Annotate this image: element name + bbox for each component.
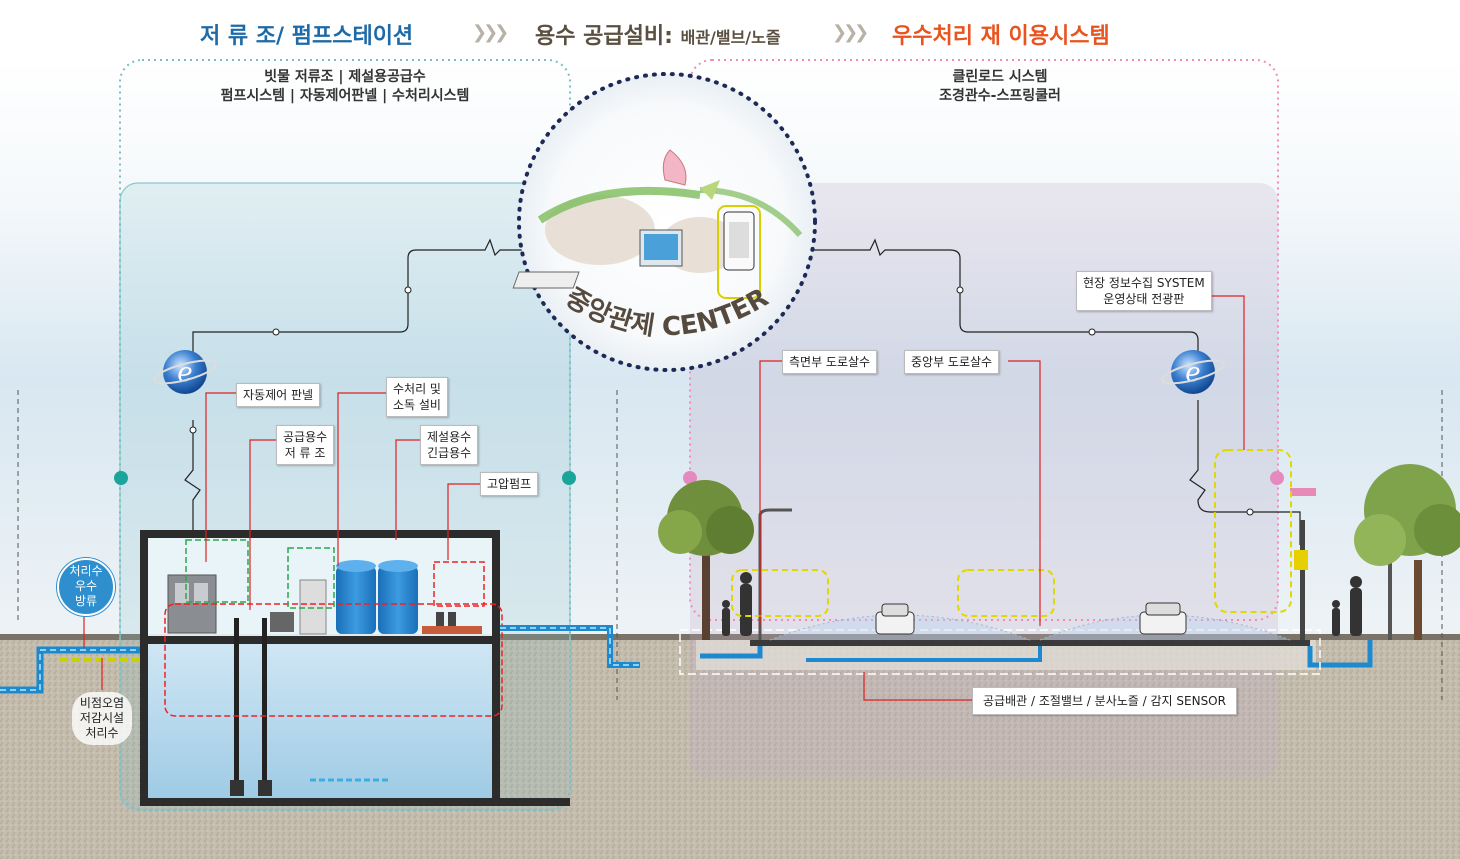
label-water-treatment: 수처리 및 소독 설비 [386, 377, 448, 417]
title-reservoir-pump-station: 저 류 조/ 펌프스테이션 [200, 24, 414, 49]
label-site-info-line2: 운영상태 전광판 [1103, 292, 1185, 306]
ground-line [0, 634, 1460, 640]
chevron-right-icon: ❯❯❯ [472, 22, 509, 43]
label-snow-water-line2: 긴급용수 [427, 446, 472, 460]
label-pipe-valve-nozzle-sensor: 공급배관 / 조절밸브 / 분사노즐 / 감지 SENSOR [972, 687, 1237, 715]
label-snow-water-line1: 제설용수 [427, 430, 472, 444]
left-panel-subtitle: 빗물 저류조 | 제설용공급수 펌프시스템 | 자동제어판넬 | 수처리시스템 [140, 68, 550, 106]
left-group-node [114, 471, 128, 485]
label-discharge-line1: 처리수 [69, 564, 103, 578]
discharge-pipes [0, 610, 640, 694]
control-center-ring [517, 72, 817, 372]
label-discharge-line3: 방류 [74, 594, 98, 608]
label-auto-control-panel: 자동제어 판넬 [236, 383, 321, 407]
label-side-road-spray: 측면부 도로살수 [782, 350, 878, 374]
chevron-right-icon-2: ❯❯❯ [832, 22, 869, 43]
network-globe-icon: e [153, 350, 217, 394]
title-water-supply-main: 용수 공급설비: [535, 24, 673, 49]
treatment-unit [299, 579, 327, 635]
road-section [679, 488, 1392, 675]
pedestrian-icon-2 [1332, 576, 1362, 636]
right-group-node-2 [1270, 471, 1284, 485]
label-nonpoint-treatment: 비점오염 저감시설 처리수 [72, 692, 132, 745]
tree-icon-2 [1354, 464, 1460, 640]
label-discharge: 처리수 우수 방류 [57, 558, 115, 616]
label-site-info-system: 현장 정보수집 SYSTEM 운영상태 전광판 [1076, 271, 1212, 311]
right-group-node [683, 471, 697, 485]
label-discharge-line2: 우수 [74, 579, 98, 593]
label-nps-line1: 비점오염 [79, 696, 125, 710]
left-group-outline [119, 59, 571, 811]
label-supply-reservoir-line2: 저 류 조 [284, 446, 326, 460]
control-center-illustration [512, 149, 803, 299]
pedestrian-icon [722, 572, 752, 636]
right-group-outline [689, 59, 1279, 621]
tree-icon [658, 480, 754, 640]
label-site-info-line1: 현장 정보수집 SYSTEM [1083, 276, 1205, 290]
left-subtitle-line2: 펌프시스템 | 자동제어판넬 | 수처리시스템 [220, 88, 470, 104]
comm-lines [184, 238, 1301, 545]
snow-water-tank-2 [378, 566, 418, 634]
left-subtitle-line1: 빗물 저류조 | 제설용공급수 [264, 69, 426, 85]
info-board-icon [1294, 550, 1308, 570]
label-supply-reservoir: 공급용수 저 류 조 [276, 425, 335, 465]
label-high-pressure-pump: 고압펌프 [480, 472, 539, 496]
network-globe-icon-2: e [1161, 350, 1225, 394]
title-water-supply: 용수 공급설비: 배관/밸브/노즐 [535, 18, 781, 50]
label-supply-reservoir-line1: 공급용수 [283, 430, 328, 444]
title-water-supply-sub: 배관/밸브/노즐 [680, 28, 781, 47]
label-nps-line2: 저감시설 [79, 711, 125, 725]
label-water-treatment-line2: 소독 설비 [393, 398, 441, 412]
reservoir-building [140, 530, 570, 806]
right-subtitle-line1: 클린로드 시스템 [952, 69, 1048, 85]
label-nps-line3: 처리수 [85, 726, 119, 740]
label-snow-emergency-water: 제설용수 긴급용수 [420, 425, 479, 465]
underground-reservoir-water [148, 644, 492, 798]
car-icon [875, 603, 915, 635]
left-group-node-2 [562, 471, 576, 485]
title-rainwater-reuse: 우수처리 재 이용시스템 [892, 24, 1110, 49]
high-pressure-pump [422, 626, 482, 634]
snow-water-tank-1 [336, 566, 376, 634]
label-water-treatment-line1: 수처리 및 [393, 382, 441, 396]
car-icon-2 [1139, 602, 1187, 635]
right-panel-subtitle: 클린로드 시스템 조경관수-스프링쿨러 [880, 68, 1120, 106]
label-center-road-spray: 중앙부 도로살수 [904, 350, 1000, 374]
right-subtitle-line2: 조경관수-스프링쿨러 [939, 88, 1061, 104]
